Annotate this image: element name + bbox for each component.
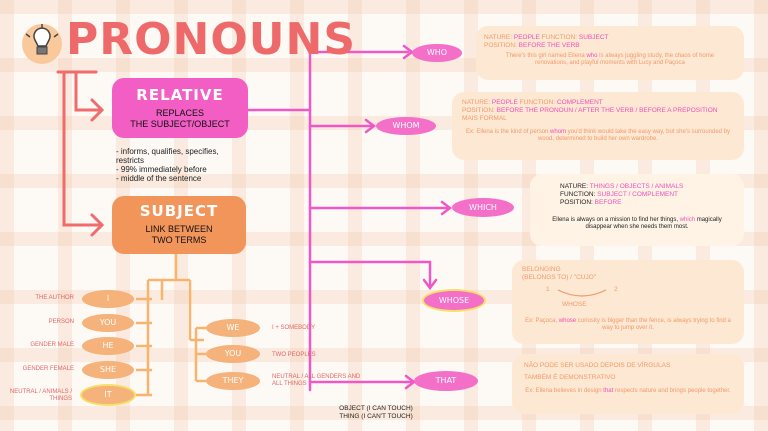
relative-note: - informs, qualifies, specifies, xyxy=(116,147,219,156)
which-position: POSITION: BEFORE xyxy=(560,199,622,206)
whom-card: NATURE: PEOPLE FUNCTION: COMPLEMENT POSI… xyxy=(452,92,744,160)
whom-example: Ex: Ellena is the kind of person whom yo… xyxy=(466,129,731,142)
whom-note: MAIS FORMAL xyxy=(462,115,507,122)
object-line: OBJECT (I CAN TOUCH) xyxy=(339,405,413,412)
thing-line: THING (I CAN'T TOUCH) xyxy=(339,413,413,420)
plural-label: I + SOMEBODY xyxy=(272,325,316,331)
pronoun-pill: HE xyxy=(82,337,134,355)
relative-heading: RELATIVE xyxy=(136,86,224,104)
singular-label: GENDER FEMALE xyxy=(22,366,74,372)
object-thing-note: OBJECT (I CAN TOUCH) THING (I CAN'T TOUC… xyxy=(316,405,436,421)
subject-box: SUBJECT LINK BETWEEN TWO TERMS xyxy=(112,196,246,254)
relative-pill-whom: WHOM xyxy=(376,117,436,135)
who-position: POSITION: BEFORE THE VERB xyxy=(484,42,580,49)
relative-pill-whose: WHOSE xyxy=(424,291,484,310)
singular-label: NEUTRAL / ANIMALS / THINGS xyxy=(9,389,72,402)
pronoun-pill: IT xyxy=(82,386,134,404)
lightbulb-icon xyxy=(22,24,62,64)
singular-label: GENDER MALE xyxy=(30,342,74,348)
relative-line1: REPLACES xyxy=(155,108,205,118)
singular-label: PERSON xyxy=(48,319,74,325)
relative-pill-that: THAT xyxy=(414,371,478,391)
pronoun-pill: THEY xyxy=(206,372,260,390)
relative-notes: - informs, qualifies, specifies, restric… xyxy=(116,147,219,183)
relative-note: - 99% immediately before xyxy=(116,165,207,174)
pronoun-pill: WE xyxy=(206,319,260,337)
plural-label: NEUTRAL / ALL GENDERS AND ALL THINGS xyxy=(272,374,361,387)
whose-cujo: (BELONGS TO) / "CUJO" xyxy=(522,274,597,281)
relative-note: restricts xyxy=(116,156,144,165)
page-title: PRONOUNS xyxy=(66,14,357,65)
that-demonstrative: TAMBÉM É DEMONSTRATIVO xyxy=(524,374,616,381)
whose-n2: 2 xyxy=(614,286,618,293)
plural-label: TWO PEOPLES xyxy=(272,352,316,358)
that-example: Ex: Ellena believes in design that respe… xyxy=(525,388,731,394)
pronoun-pill: YOU xyxy=(82,314,134,332)
relative-pill-who: WHO xyxy=(412,44,462,62)
whose-card: BELONGING (BELONGS TO) / "CUJO" 1 2 WHOS… xyxy=(512,260,744,344)
which-example: Ellena is always on a mission to find he… xyxy=(552,217,722,230)
which-nature: NATURE: THINGS / OBJECTS / ANIMALS xyxy=(560,183,684,190)
whose-n1: 1 xyxy=(546,286,550,293)
which-function: FUNCTION: SUBJECT / COMPLEMENT xyxy=(560,191,678,198)
relative-line2: THE SUBJECT/OBJECT xyxy=(130,119,230,129)
who-example: There's this girl named Ellena who is al… xyxy=(505,53,715,66)
relative-note: - middle of the sentence xyxy=(116,174,202,183)
that-card: NÃO PODE SER USADO DEPOIS DE VÍRGULAS TA… xyxy=(512,354,744,414)
relative-box: RELATIVE REPLACES THE SUBJECT/OBJECT xyxy=(112,78,248,138)
subject-heading: SUBJECT xyxy=(139,202,219,220)
who-card: NATURE: PEOPLE FUNCTION: SUBJECT POSITIO… xyxy=(476,26,744,80)
that-rule: NÃO PODE SER USADO DEPOIS DE VÍRGULAS xyxy=(524,362,671,369)
which-card: NATURE: THINGS / OBJECTS / ANIMALS FUNCT… xyxy=(530,174,744,246)
whose-arc xyxy=(557,289,607,297)
who-nature: NATURE: PEOPLE FUNCTION: SUBJECT xyxy=(484,34,609,41)
singular-label: THE AUTHOR xyxy=(35,295,74,301)
whom-nature: NATURE: PEOPLE FUNCTION: COMPLEMENT xyxy=(462,99,603,106)
pronoun-pill: I xyxy=(82,290,134,308)
subject-line2: TWO TERMS xyxy=(151,235,207,245)
pronoun-pill: YOU xyxy=(206,345,260,363)
whose-mid: WHOSE xyxy=(562,301,587,308)
relative-pill-which: WHICH xyxy=(452,198,514,217)
whom-position: POSITION: BEFORE THE PRONOUN / AFTER THE… xyxy=(462,107,718,114)
subject-line1: LINK BETWEEN xyxy=(145,224,213,234)
whose-example: Ex: Paçoca, whose curiosity is bigger th… xyxy=(525,318,731,331)
whose-belonging: BELONGING xyxy=(522,266,561,273)
pronoun-pill: SHE xyxy=(82,361,134,379)
